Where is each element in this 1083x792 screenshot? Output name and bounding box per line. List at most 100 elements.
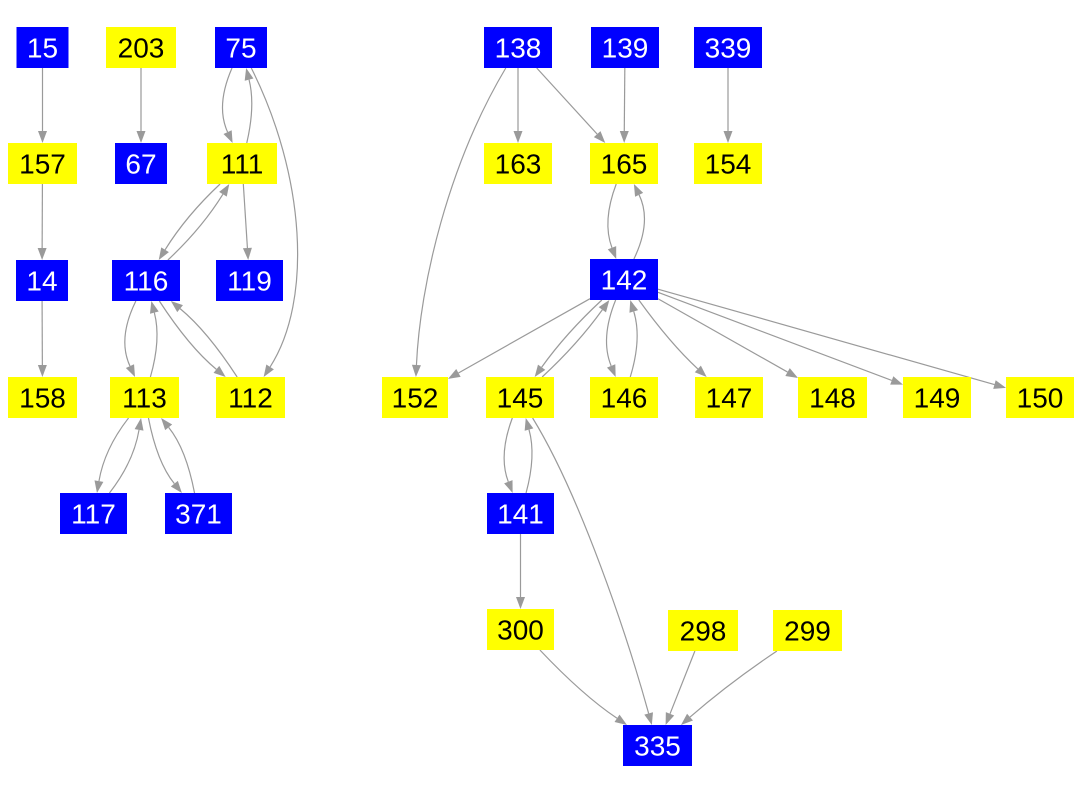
- arrowhead-icon: [244, 68, 254, 81]
- arrowhead-icon: [607, 246, 617, 259]
- graph-node-113: 113: [110, 377, 179, 418]
- node-box: [590, 143, 658, 184]
- node-box: [115, 143, 167, 184]
- graph-edge-145-141: [503, 417, 513, 493]
- graph-edge-111-75: [244, 68, 254, 144]
- graph-node-117: 117: [60, 493, 127, 534]
- graph-edge-145-142: [541, 300, 610, 378]
- graph-edge-139-165: [619, 67, 629, 143]
- arrowhead-icon: [680, 713, 693, 725]
- arrowhead-icon: [606, 364, 616, 377]
- arrowhead-icon: [785, 368, 798, 378]
- graph-edge-117-113: [108, 418, 144, 494]
- graph-edge-142-148: [657, 298, 798, 378]
- graph-edge-116-113: [124, 300, 137, 377]
- graph-node-165: 165: [590, 143, 658, 184]
- graph-edge-75-112: [250, 67, 299, 377]
- arrowhead-icon: [534, 364, 546, 377]
- graph-node-75: 75: [215, 27, 267, 68]
- graph-node-112: 112: [216, 377, 285, 418]
- arrowhead-icon: [219, 184, 230, 197]
- node-label: 145: [497, 383, 544, 414]
- graph-edge-142-146: [605, 299, 617, 377]
- node-box: [207, 143, 277, 184]
- graph-edge-142-149: [657, 291, 903, 385]
- node-box: [591, 27, 659, 68]
- node-box: [8, 377, 77, 418]
- graph-edge-142-165: [633, 184, 646, 260]
- node-label: 139: [602, 33, 649, 64]
- node-box: [773, 610, 842, 651]
- arrowhead-icon: [890, 376, 903, 385]
- node-box: [216, 260, 283, 301]
- node-box: [590, 377, 658, 418]
- graph-edge-165-142: [607, 183, 617, 259]
- arrowhead-icon: [37, 247, 47, 260]
- graph-edge-145-335: [532, 417, 653, 725]
- node-label: 300: [497, 615, 544, 646]
- node-box: [695, 377, 763, 418]
- graph-node-145: 145: [486, 377, 554, 418]
- node-box: [487, 609, 554, 650]
- node-label: 75: [225, 33, 256, 64]
- graph-edge-142-147: [638, 299, 707, 377]
- arrowhead-icon: [619, 130, 629, 143]
- node-label: 149: [914, 383, 961, 414]
- node-label: 142: [601, 265, 648, 296]
- arrowhead-icon: [158, 247, 169, 260]
- node-label: 299: [784, 616, 831, 647]
- graph-node-67: 67: [115, 143, 167, 184]
- arrowhead-icon: [524, 418, 534, 431]
- node-box: [487, 493, 554, 534]
- node-label: 116: [124, 266, 169, 297]
- edge-layer: [37, 67, 1006, 725]
- arrowhead-icon: [411, 364, 421, 377]
- node-label: 150: [1017, 383, 1064, 414]
- node-label: 111: [221, 149, 264, 180]
- graph-edge-300-335: [539, 649, 627, 725]
- arrowhead-icon: [213, 365, 226, 377]
- node-box: [110, 377, 179, 418]
- node-box: [798, 377, 867, 418]
- graph-edge-113-371: [147, 417, 182, 493]
- graph-edge-138-163: [513, 68, 523, 143]
- graph-edge-141-145: [524, 418, 534, 494]
- graph-edge-112-116: [170, 301, 238, 378]
- graph-node-141: 141: [487, 493, 554, 534]
- arrowhead-icon: [513, 131, 523, 143]
- node-label: 154: [705, 149, 752, 180]
- arrowhead-icon: [136, 131, 146, 143]
- graph-edge-116-111: [167, 184, 230, 261]
- graph-node-299: 299: [773, 610, 842, 651]
- graph-node-150: 150: [1006, 377, 1074, 418]
- node-label: 339: [705, 33, 752, 64]
- node-label: 141: [497, 499, 544, 530]
- node-label: 335: [634, 731, 681, 762]
- node-label: 298: [680, 616, 727, 647]
- arrowhead-icon: [125, 364, 136, 377]
- graph-node-371: 371: [165, 493, 232, 534]
- node-label: 371: [175, 499, 222, 530]
- node-box: [486, 377, 554, 418]
- node-box: [215, 27, 267, 68]
- graph-edge-142-150: [657, 288, 1006, 389]
- node-box: [112, 260, 180, 301]
- arrowhead-icon: [223, 130, 233, 143]
- graph-edge-298-335: [665, 650, 696, 725]
- graph-edge-339-154: [723, 68, 733, 143]
- arrowhead-icon: [242, 247, 252, 260]
- node-label: 119: [227, 266, 272, 297]
- graph-node-158: 158: [8, 377, 77, 418]
- arrowhead-icon: [723, 131, 733, 143]
- node-box: [106, 27, 176, 68]
- arrowhead-icon: [263, 364, 274, 377]
- graph-node-339: 339: [694, 27, 762, 68]
- arrowhead-icon: [593, 131, 606, 143]
- node-box: [668, 610, 738, 651]
- graph-edge-111-116: [158, 183, 221, 260]
- graph-edge-14-158: [37, 300, 47, 377]
- node-box: [60, 493, 127, 534]
- graph-edge-371-113: [161, 418, 196, 494]
